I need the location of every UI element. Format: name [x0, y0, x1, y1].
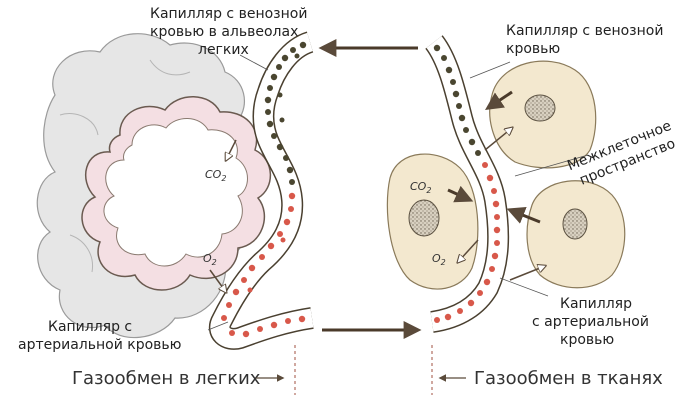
tissue-o2-arrow-right	[509, 266, 545, 281]
leader-lung-venous	[239, 54, 269, 71]
venous-blood-cells	[264, 41, 307, 185]
tissue-capillary	[425, 35, 510, 333]
tissue-co2-arrow-right	[506, 206, 541, 224]
tissue-co2-arrow-top	[485, 90, 513, 110]
tissue-o2-arrow-top	[484, 128, 512, 151]
label-tissue-venous-capillary: Капилляр с венозной кровью	[506, 23, 668, 57]
body-cell-top	[489, 60, 597, 169]
label-lung-venous-capillary: Капилляр с венозной кровью в альвеолах л…	[150, 6, 312, 58]
label-gas-exchange-tissues: Газообмен в тканях	[474, 368, 663, 389]
label-gas-exchange-lungs: Газообмен в легких	[72, 368, 261, 389]
lung-co2-arrow	[226, 139, 237, 160]
label-lung-arterial-capillary: Капилляр с артериальной кровью	[18, 319, 182, 353]
body-cell-right	[526, 180, 626, 289]
leader-lung-arterial	[207, 321, 229, 331]
tissue-o2-arrow-left	[458, 239, 479, 262]
tissue-o2-label: O2	[432, 252, 446, 267]
label-tissue-arterial-capillary: Капилляр с артериальной кровью	[532, 296, 653, 348]
tissue-co2-arrow-left	[447, 185, 474, 203]
leader-intercellular	[514, 154, 589, 177]
lung-co2-label: CO2	[205, 168, 226, 183]
leader-tissue-arterial	[499, 277, 549, 297]
nucleus	[408, 199, 440, 237]
tissue-co2-label: CO2	[410, 180, 431, 195]
lung-capillary	[208, 31, 315, 350]
nucleus	[562, 208, 588, 240]
arterial-blood-cells	[221, 192, 306, 338]
leader-tissue-venous	[469, 61, 511, 79]
lung-o2-label: O2	[203, 252, 217, 267]
venous-blood-cells	[433, 44, 481, 156]
alveolus	[81, 96, 272, 291]
body-cell-left	[386, 153, 479, 290]
lung-o2-arrow	[209, 269, 226, 292]
nucleus	[524, 94, 556, 122]
arterial-blood-cells	[434, 162, 501, 323]
